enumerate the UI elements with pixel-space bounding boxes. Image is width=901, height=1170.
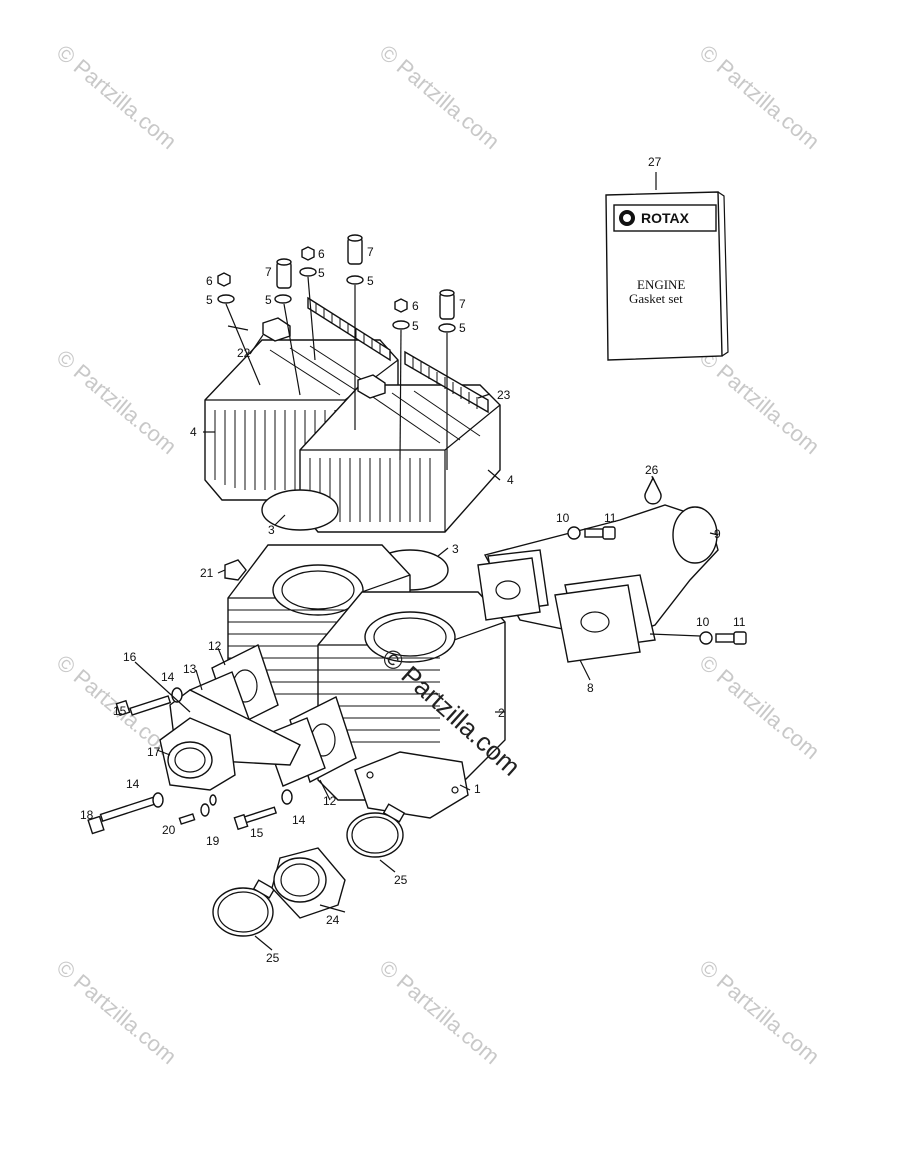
callout-18: 18 — [80, 808, 94, 822]
booklet-subtitle: Gasket set — [629, 291, 683, 306]
callout-20: 20 — [162, 823, 176, 837]
head-cap[interactable] — [262, 317, 386, 399]
callout-7: 7 — [265, 265, 272, 279]
callout-22: 22 — [237, 346, 251, 360]
callout-leader-lines — [134, 334, 719, 951]
watermark: © Partzilla.com — [375, 40, 505, 154]
callout-13: 13 — [183, 662, 197, 676]
callout-labels: 1 2 3 3 4 4 5 5 5 5 6 6 6 7 7 7 5 5 8 9 … — [80, 155, 746, 965]
intake-bolt[interactable] — [87, 695, 278, 835]
callout-26: 26 — [645, 463, 659, 477]
callout-11: 11 — [604, 511, 617, 525]
cylinder-base-gasket[interactable] — [354, 751, 469, 819]
callout-5: 5 — [265, 293, 272, 307]
callout-5: 5 — [318, 266, 325, 280]
callout-6: 6 — [206, 274, 213, 288]
callout-25: 25 — [266, 951, 280, 965]
callout-10: 10 — [696, 615, 710, 629]
watermark: © Partzilla.com — [695, 650, 825, 764]
stud-leader-lines — [225, 276, 448, 470]
callout-3: 3 — [452, 542, 459, 556]
callout-8: 8 — [587, 681, 594, 695]
booklet-title: ENGINE — [637, 277, 685, 292]
exhaust-bolt[interactable] — [584, 526, 747, 645]
washer[interactable] — [217, 267, 456, 333]
watermark: © Partzilla.com — [52, 345, 182, 459]
callout-3: 3 — [268, 523, 275, 537]
nut[interactable] — [217, 246, 408, 313]
rubber-mount[interactable] — [271, 847, 346, 919]
spacer-sleeve[interactable] — [276, 234, 455, 320]
cylinder-right[interactable] — [317, 591, 506, 801]
callout-15: 15 — [113, 704, 127, 718]
intake-washer[interactable] — [152, 687, 293, 808]
plug-cap[interactable] — [224, 559, 247, 581]
watermark: © Partzilla.com — [695, 955, 825, 1069]
callout-1: 1 — [474, 782, 481, 796]
watermark: © Partzilla.com — [52, 40, 182, 154]
callout-7: 7 — [459, 297, 466, 311]
watermark: © Partzilla.com — [52, 955, 182, 1069]
watermark: © Partzilla.com — [375, 955, 505, 1069]
callout-15: 15 — [250, 826, 264, 840]
callout-5: 5 — [412, 319, 419, 333]
callout-12: 12 — [323, 794, 337, 808]
callout-16: 16 — [123, 650, 137, 664]
callout-6: 6 — [412, 299, 419, 313]
callout-19: 19 — [206, 834, 220, 848]
callout-9: 9 — [714, 527, 721, 541]
callout-21: 21 — [200, 566, 214, 580]
intake-manifold[interactable] — [159, 689, 301, 791]
callout-5: 5 — [367, 274, 374, 288]
callout-5: 5 — [459, 321, 466, 335]
callout-17: 17 — [147, 745, 161, 759]
callout-25: 25 — [394, 873, 408, 887]
callout-4: 4 — [507, 473, 514, 487]
callout-10: 10 — [556, 511, 570, 525]
head-cover-strip-left[interactable] — [307, 296, 391, 362]
callout-27: 27 — [648, 155, 662, 169]
watermark: © Partzilla.com — [695, 40, 825, 154]
callout-14: 14 — [126, 777, 140, 791]
callout-11: 11 — [733, 615, 746, 629]
small-screw[interactable] — [178, 794, 217, 825]
callout-5: 5 — [206, 293, 213, 307]
hose-clamp[interactable] — [212, 803, 406, 937]
callout-2: 2 — [498, 706, 505, 720]
callout-7: 7 — [367, 245, 374, 259]
callout-23: 23 — [497, 388, 511, 402]
gasket-set-booklet[interactable]: ROTAX ENGINE Gasket set — [605, 172, 729, 361]
callout-14: 14 — [292, 813, 306, 827]
drop-plug[interactable] — [644, 476, 662, 505]
booklet-brand: ROTAX — [641, 210, 690, 226]
callout-4: 4 — [190, 425, 197, 439]
callout-14: 14 — [161, 670, 175, 684]
callout-12: 12 — [208, 639, 222, 653]
callout-6: 6 — [318, 247, 325, 261]
exhaust-washer[interactable] — [567, 526, 713, 645]
exhaust-gasket[interactable] — [477, 557, 641, 663]
watermark: © Partzilla.com — [695, 345, 825, 459]
callout-24: 24 — [326, 913, 340, 927]
